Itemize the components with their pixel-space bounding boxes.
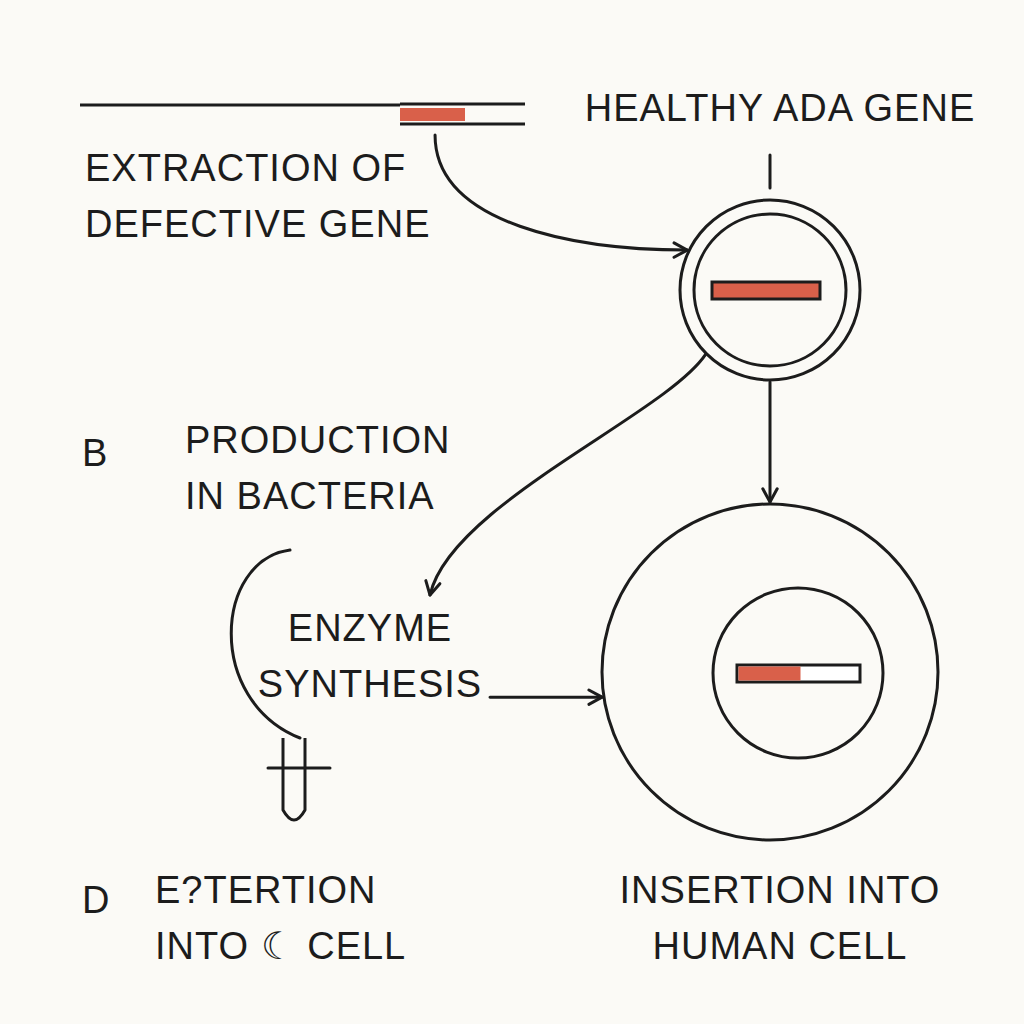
node-label: INSERTION INTO HUMAN CELL <box>590 862 970 974</box>
leader-line <box>769 155 772 188</box>
arrow-head <box>763 489 777 502</box>
test-tube <box>283 738 305 820</box>
node-outline <box>80 95 530 135</box>
cell-outline <box>602 504 938 840</box>
cell-node: HEALTHY ADA GENE <box>678 198 862 382</box>
node-label: EXTRACTION OF DEFECTIVE GENE <box>85 140 485 252</box>
node-label: HEALTHY ADA GENE <box>560 80 1000 136</box>
connector-arrow <box>435 135 687 257</box>
cell-node: EXTRACTION OF DEFECTIVE GENE <box>80 95 530 135</box>
connector-arrow <box>426 354 706 595</box>
cell-node: INSERTION INTO HUMAN CELL <box>600 502 940 842</box>
connector-arrow <box>763 382 777 502</box>
healthy-gene <box>712 282 820 299</box>
defective-gene <box>400 108 465 121</box>
step-letter: D <box>82 872 142 928</box>
node-outline <box>678 198 862 382</box>
gene-bar <box>737 665 860 682</box>
step-label: PRODUCTION IN BACTERIA <box>185 412 480 524</box>
dna-strand <box>400 123 525 126</box>
dna-strand <box>80 104 400 107</box>
nucleus-outline <box>713 588 883 758</box>
connector-arrow <box>490 690 602 704</box>
process-node: ENZYME SYNTHESIS <box>250 595 490 705</box>
connector-line <box>490 696 602 699</box>
arrow-head <box>426 581 440 595</box>
step-letter: B <box>82 425 142 481</box>
arrow-head <box>589 690 602 704</box>
connector-line <box>430 354 706 595</box>
node-label: ENZYME SYNTHESIS <box>250 600 490 712</box>
inserted-gene <box>739 667 801 681</box>
nucleus-outline <box>694 214 846 366</box>
tube-rim <box>268 767 330 770</box>
arrow-head <box>674 243 687 257</box>
dna-strand <box>400 103 525 106</box>
connector-line <box>435 135 687 250</box>
step-label: E?TERTION INTO ☾ CELL <box>155 862 445 974</box>
node-outline <box>600 502 940 842</box>
cell-outline <box>680 200 860 380</box>
connector-line <box>769 382 772 502</box>
